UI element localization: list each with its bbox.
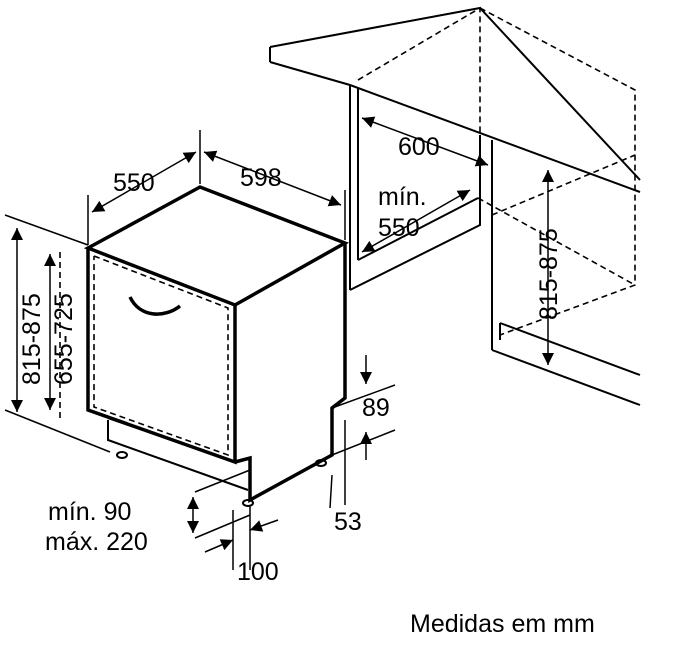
plinth-max-label: máx. 220 (45, 528, 148, 556)
niche-width-label: 600 (398, 133, 440, 161)
niche-height-label: 815-875 (535, 228, 563, 320)
plinth-min-label: mín. 90 (48, 498, 131, 526)
units-note: Medidas em mm (410, 610, 595, 638)
cabinet-niche (269, 6, 641, 406)
plinth-bottom-label: 53 (334, 508, 362, 536)
door-handle (128, 296, 182, 316)
plinth-top-label: 89 (362, 394, 390, 422)
depth-label: 550 (113, 169, 155, 197)
total-height-label: 815-875 (18, 293, 46, 385)
width-label: 598 (240, 164, 282, 192)
plinth-depth-label: 100 (237, 558, 279, 586)
niche-depth-label: 550 (378, 214, 420, 242)
dimension-lines (4, 116, 554, 570)
dishwasher-outline (59, 185, 350, 507)
door-height-label: 655-725 (50, 293, 78, 385)
niche-depth-min-label: mín. (378, 183, 427, 211)
